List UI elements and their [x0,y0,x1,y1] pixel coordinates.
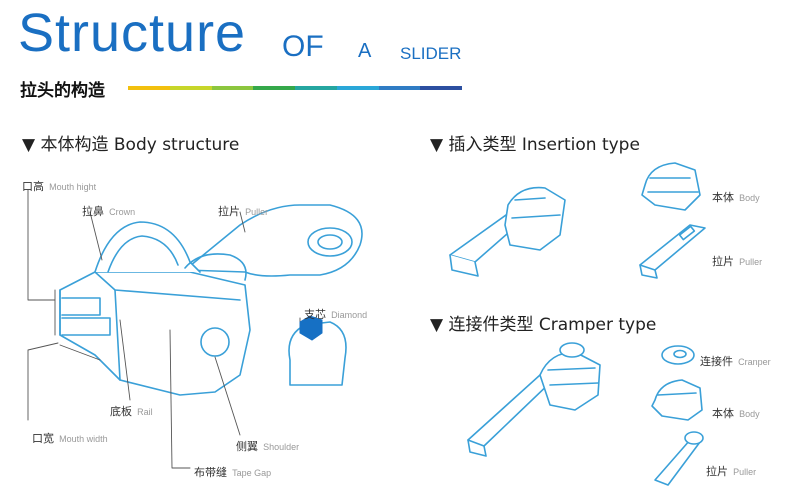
label-tape-gap: 布带缝 Tape Gap [194,466,272,479]
main-slider-body-illustration [59,221,251,396]
rainbow-segment [336,86,379,90]
label-insertion-puller: 拉片 Puller [712,255,763,268]
section-cramper-type: ▼ 连接件类型 Cramper type [430,315,657,335]
cramper-puller-illustration [654,431,704,486]
cramper-body-illustration [651,379,703,421]
rainbow-segment [378,86,421,90]
rainbow-segment [420,86,462,90]
diamond-illustration [288,321,347,386]
cramper-piece-illustration [661,345,695,365]
diamond-marker [299,315,323,341]
label-cramper-puller: 拉片 Puller [706,465,757,478]
rainbow-segment [253,86,295,90]
label-insertion-body: 本体 Body [712,191,760,204]
label-mouth-width: 口宽 Mouth width [32,432,108,445]
rainbow-segment [128,86,170,90]
rainbow-segment [295,86,337,90]
insertion-combined-illustration [449,186,566,277]
title-slider: SLIDER [400,44,462,63]
main-puller-illustration [184,204,363,277]
label-shoulder: 侧翼 Shoulder [236,440,300,453]
title-structure: Structure [18,3,247,63]
label-cramper-cramper: 连接件 Cranper [700,355,771,368]
section-body-structure: ▼ 本体构造 Body structure [22,135,240,155]
label-diamond: 支芯 Diamond [304,308,368,321]
rainbow-segment [211,86,254,90]
subtitle-cn: 拉头的构造 [20,81,105,101]
label-puller: 拉片 Puller [218,205,269,218]
rainbow-bar [128,86,462,90]
leader-lines [27,189,301,469]
cramper-combined-illustration [467,342,601,457]
label-rail: 底板 Rail [110,405,153,418]
rainbow-segment [169,86,212,90]
insertion-puller-illustration [639,224,706,279]
label-cramper-body: 本体 Body [712,407,760,420]
title-a: A [358,40,372,62]
insertion-body-illustration [641,162,701,211]
title-of: OF [282,30,324,63]
section-insertion-type: ▼ 插入类型 Insertion type [430,135,640,155]
label-crown: 拉鼻 Crown [82,205,136,218]
label-mouth-hight: 口高 Mouth hight [22,180,97,193]
